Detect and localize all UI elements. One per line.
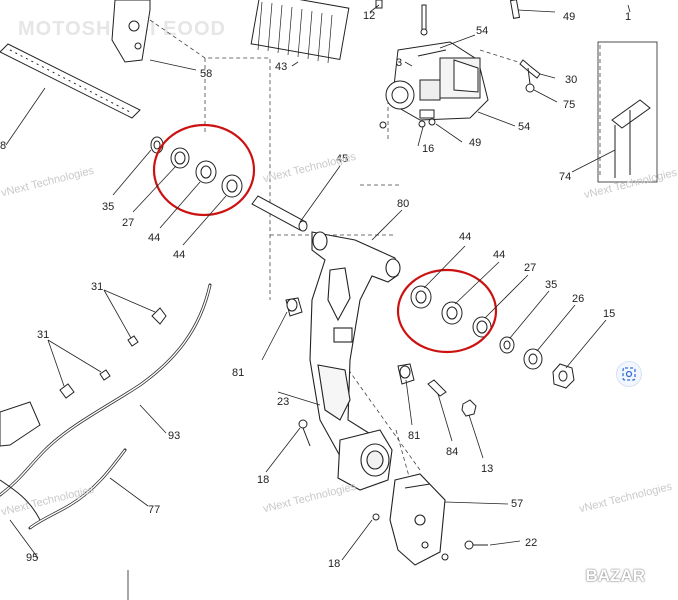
hose-77-inner (29, 449, 126, 529)
callout-44-right-a: 44 (459, 231, 471, 243)
lens-icon-glyph (622, 367, 636, 381)
leader-lines-top (369, 4, 631, 173)
leader-lines-left-group (112, 149, 227, 246)
callout-45: 45 (336, 153, 348, 165)
bearing-44-right-b (441, 301, 463, 325)
callout-81-right: 81 (408, 430, 420, 442)
washer-35-right (499, 336, 515, 354)
callout-27-right: 27 (524, 262, 536, 274)
axle-shaft (0, 43, 141, 119)
callout-80: 80 (397, 198, 409, 210)
callout-27-left: 27 (122, 217, 134, 229)
callout-75: 75 (563, 99, 575, 111)
pin-84 (427, 379, 447, 397)
clip-31-c (59, 383, 75, 399)
pin-49-top (509, 0, 521, 19)
spindle-housing (337, 429, 393, 491)
valve-74 (597, 41, 658, 183)
callout-44-right-b: 44 (493, 249, 505, 261)
bushing-45 (251, 195, 308, 232)
callout-3: 3 (396, 57, 402, 69)
highlight-circle-right (396, 268, 498, 354)
callout-95: 95 (26, 552, 38, 564)
callout-16: 16 (422, 143, 434, 155)
nut-13 (461, 399, 477, 417)
grip-43 (250, 0, 350, 64)
callout-54-top: 54 (476, 25, 488, 37)
callout-8: 8 (0, 140, 6, 152)
callout-30: 30 (565, 74, 577, 86)
callout-18-mid: 18 (257, 474, 269, 486)
hose-93 (0, 283, 212, 497)
callout-15: 15 (603, 308, 615, 320)
callout-81-left: 81 (232, 367, 244, 379)
hose-93-inner (0, 284, 211, 496)
callout-54-mid: 54 (518, 121, 530, 133)
callout-57: 57 (511, 498, 523, 510)
lens-icon[interactable] (616, 361, 642, 387)
bolt-54-side (419, 109, 435, 119)
callout-labels: 12 49 1 54 3 58 43 30 75 54 16 49 74 8 3… (0, 10, 631, 570)
callout-74: 74 (559, 171, 571, 183)
leader-lines-clips (9, 289, 167, 559)
callout-18-low: 18 (328, 558, 340, 570)
seal-27-right (472, 316, 492, 338)
screw-75 (525, 67, 535, 93)
bolt-1 (420, 4, 428, 36)
callout-13: 13 (481, 463, 493, 475)
marketplace-logo: BAZAR (585, 566, 646, 585)
pin-12 (375, 0, 383, 9)
bolt-18-low (372, 513, 380, 521)
screw-22-lower (441, 553, 449, 561)
callout-1: 1 (625, 11, 631, 23)
clip-31-d (99, 369, 111, 381)
screw-30 (519, 59, 541, 79)
callout-44-left-a: 44 (148, 232, 160, 244)
callout-31-a: 31 (91, 281, 103, 293)
callout-35-right: 35 (545, 279, 557, 291)
callout-31-b: 31 (37, 329, 49, 341)
callout-77: 77 (148, 504, 160, 516)
highlight-circle-left (152, 123, 256, 217)
leader-lines-right-group (423, 245, 607, 369)
clip-31-a (151, 307, 167, 325)
bushing-81-right (397, 363, 415, 385)
bracket-58 (111, 0, 151, 63)
callout-93: 93 (168, 430, 180, 442)
boot-95 (0, 401, 41, 521)
callout-22: 22 (525, 537, 537, 549)
bearing-44-left-a (195, 160, 217, 184)
callout-12: 12 (363, 10, 375, 22)
parts-diagram: 12 49 1 54 3 58 43 30 75 54 16 49 74 8 3… (0, 0, 658, 600)
skid-plate-57 (389, 473, 446, 566)
bushing-81-left (285, 297, 303, 317)
callout-23: 23 (277, 396, 289, 408)
bearing-44-right-a (410, 285, 432, 309)
seal-27-left (170, 147, 190, 169)
callout-44-left-b: 44 (173, 249, 185, 261)
fasteners-16 (379, 118, 436, 129)
nut-15 (552, 363, 575, 389)
callout-43: 43 (275, 61, 287, 73)
actuator-54 (385, 41, 489, 121)
spacer-26 (523, 348, 543, 370)
callout-26: 26 (572, 293, 584, 305)
callout-35-left: 35 (102, 201, 114, 213)
bearing-44-left-b (221, 174, 243, 198)
callout-58: 58 (200, 68, 212, 80)
screw-22 (464, 540, 488, 550)
callout-49-mid: 49 (469, 137, 481, 149)
bolt-18-mid (298, 419, 311, 447)
callout-84: 84 (446, 446, 458, 458)
clip-31-b (127, 335, 139, 347)
callout-49-top: 49 (563, 11, 575, 23)
